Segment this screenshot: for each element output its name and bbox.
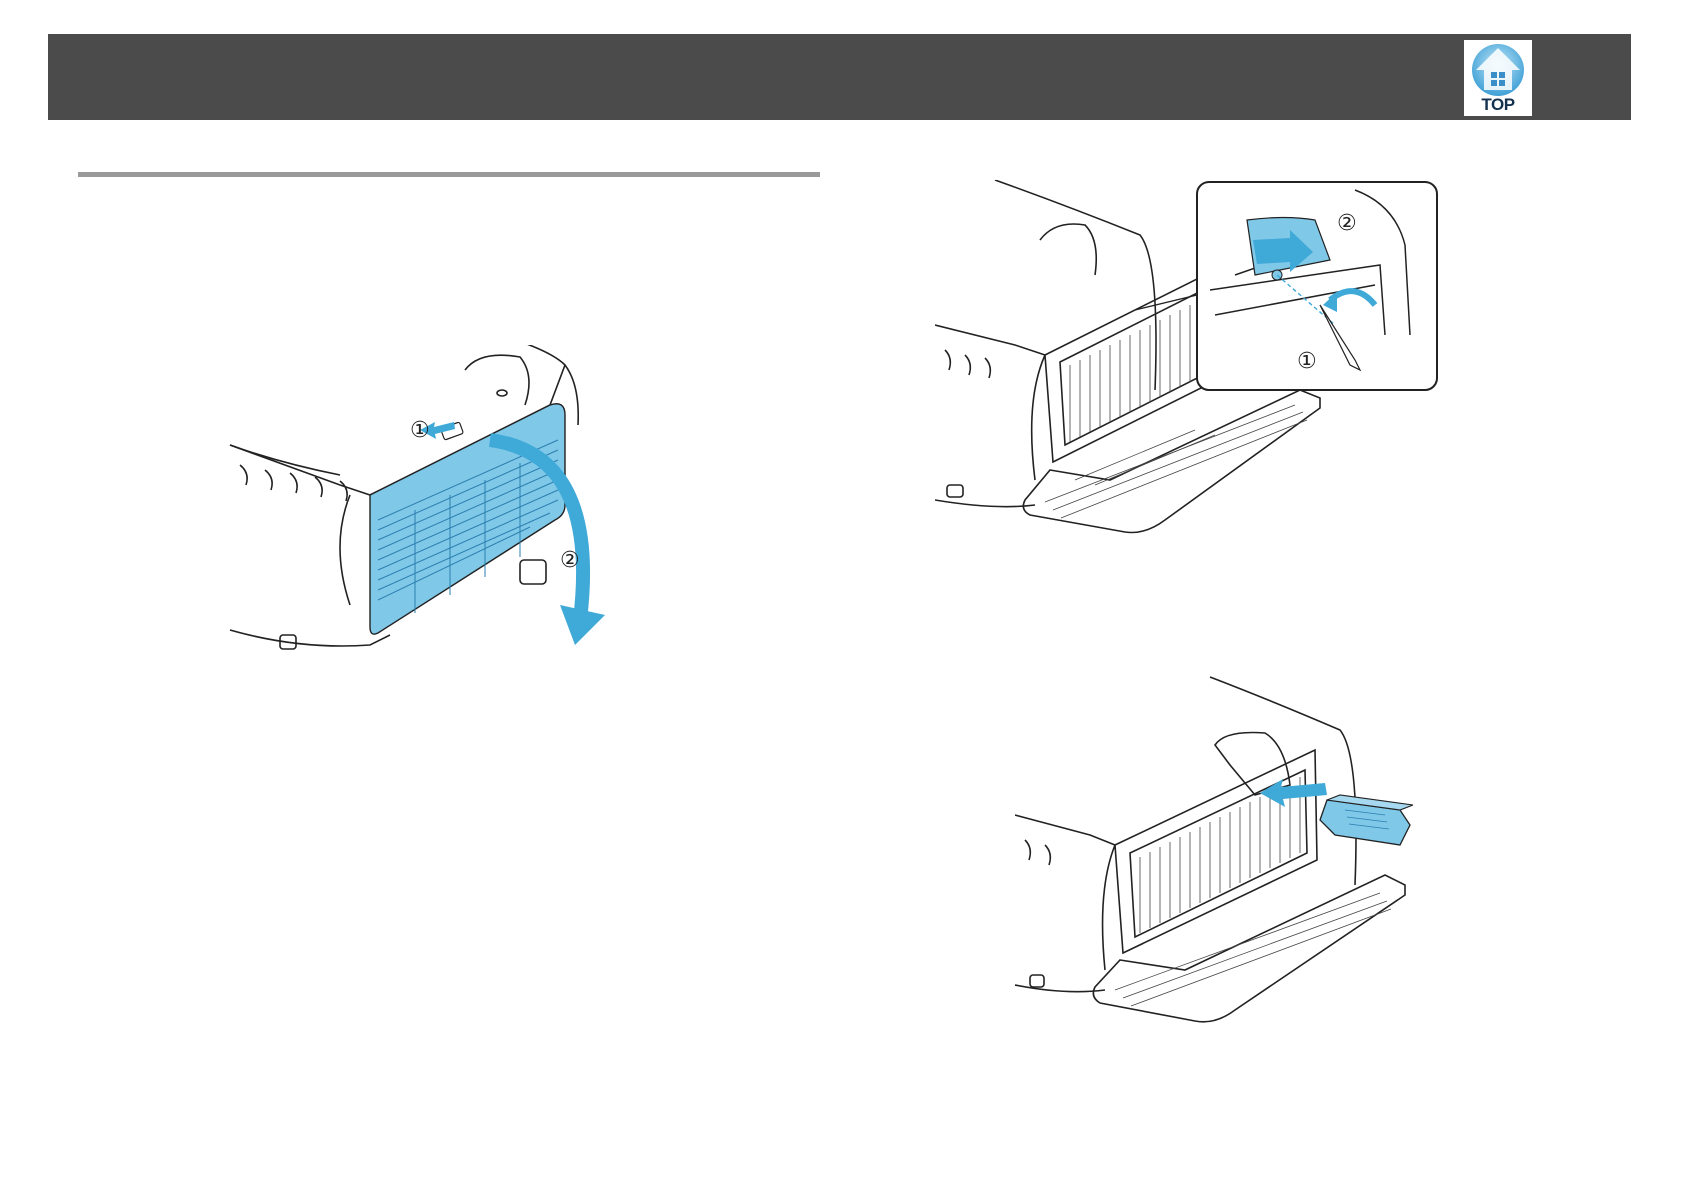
- top-button[interactable]: TOP: [1464, 40, 1532, 116]
- step-2-marker: ②: [1337, 211, 1357, 236]
- remove-filter-illustration: ② ①: [935, 180, 1535, 580]
- home-icon: [1464, 40, 1532, 98]
- step-1-marker: ①: [1297, 349, 1317, 374]
- open-filter-cover-illustration: ① ②: [220, 345, 670, 675]
- insert-module-illustration: [1015, 675, 1435, 1065]
- step-1-marker: ①: [410, 418, 430, 443]
- section-divider: [78, 172, 820, 177]
- page-header-bar: [48, 34, 1631, 120]
- top-label: TOP: [1464, 95, 1532, 115]
- step-2-marker: ②: [560, 548, 580, 573]
